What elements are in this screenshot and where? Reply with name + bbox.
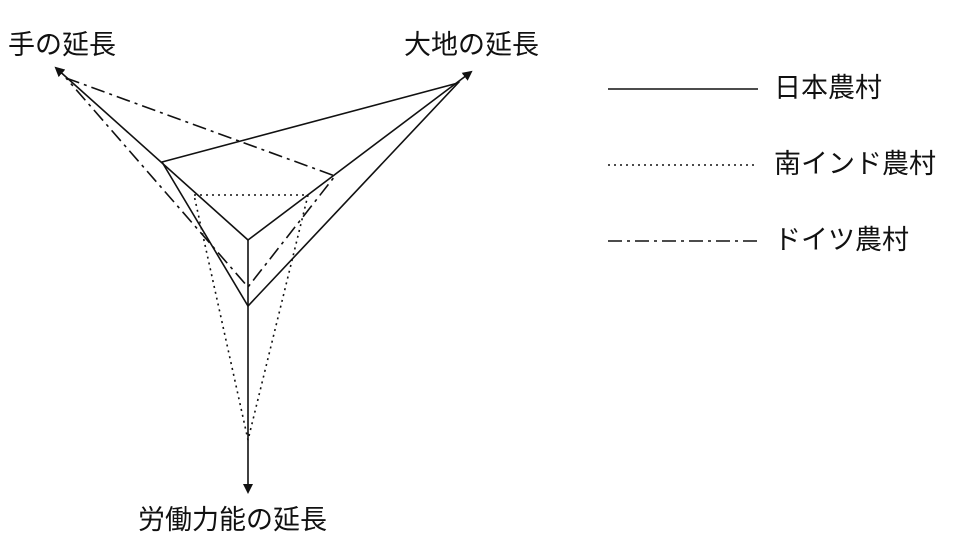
series-south-india-dotted: [193, 194, 310, 441]
legend-label-japan: 日本農村: [774, 73, 882, 104]
legend-line-dash-dot: [608, 240, 758, 242]
legend-line-solid: [608, 88, 758, 90]
legend-line-dotted: [608, 164, 758, 166]
legend-item-south-india: 南インド農村: [608, 146, 958, 186]
legend-label-germany: ドイツ農村: [774, 225, 909, 256]
legend-label-south-india: 南インド農村: [774, 149, 936, 180]
axis-label-land: 大地の延長: [404, 30, 539, 61]
axis-land: [247, 70, 473, 241]
legend-item-germany: ドイツ農村: [608, 222, 958, 262]
axis-hand: [54, 66, 249, 241]
series-germany-dashdot: [65, 77, 337, 289]
series-japan-solid: [160, 81, 461, 308]
axis-label-hand: 手の延長: [8, 30, 116, 61]
axis-label-labor: 労働力能の延長: [138, 505, 327, 536]
legend-item-japan: 日本農村: [608, 70, 958, 110]
